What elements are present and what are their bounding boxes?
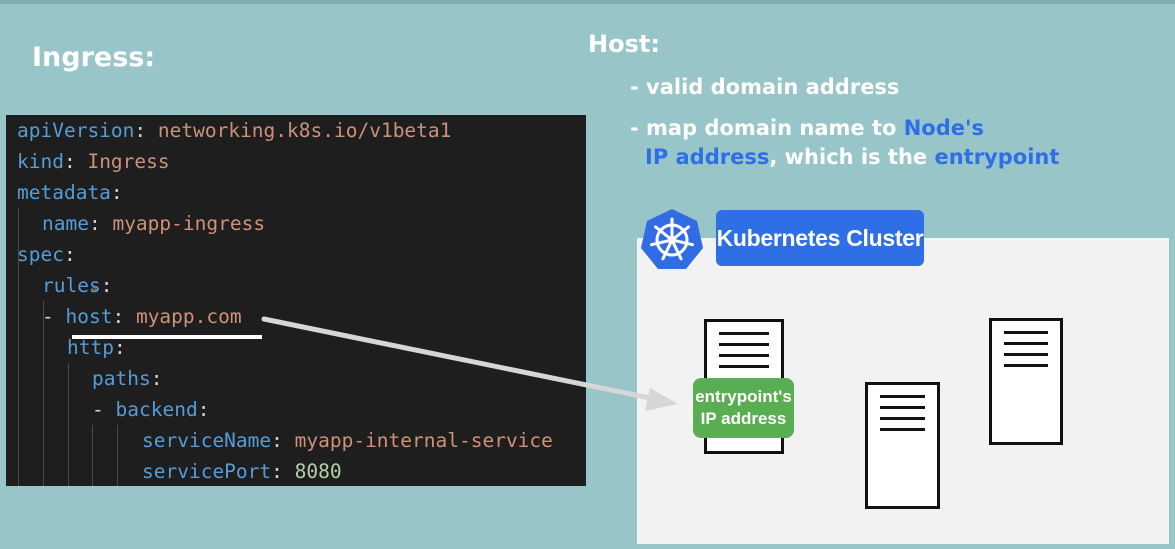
code-line-backend: - backend: (92, 398, 210, 421)
indent-guide (117, 425, 118, 486)
bullet-map-domain-line2: IP address, which is the entrypoint (645, 145, 1060, 169)
code-line-http: http: (67, 336, 126, 359)
code-line-apiversion: apiVersion: networking.k8s.io/v1beta1 (17, 119, 452, 142)
code-line-paths: paths: (92, 367, 163, 390)
host-title: Host: (588, 30, 660, 58)
code-line-servicename: serviceName: myapp-internal-service (142, 429, 553, 452)
slide-title: Ingress: (32, 42, 156, 73)
bullet-valid-domain: - valid domain address (630, 75, 900, 99)
code-line-name: name: myapp-ingress (42, 212, 266, 235)
code-line-rules: rules: (42, 274, 113, 297)
top-strip (0, 0, 1175, 4)
mouse-cursor-icon: ⌖ (90, 282, 98, 298)
indent-guide (92, 425, 93, 486)
kubernetes-helm-icon (641, 209, 703, 269)
indent-guide (43, 301, 44, 486)
code-line-serviceport: servicePort: 8080 (142, 460, 342, 483)
entrypoint-ip-badge: entrypoint's IP address (693, 378, 794, 438)
code-line-host: - host: myapp.com (42, 305, 242, 328)
indent-guide (18, 208, 19, 486)
host-underline (72, 335, 262, 339)
code-line-kind: kind: Ingress (17, 150, 170, 173)
server-node-icon (989, 318, 1063, 445)
indent-guide (68, 363, 69, 486)
code-line-metadata: metadata: (17, 181, 123, 204)
bullet-map-domain-line1: - map domain name to Node's (630, 116, 984, 140)
yaml-code-panel: apiVersion: networking.k8s.io/v1beta1 ki… (6, 115, 586, 486)
server-node-icon (865, 382, 940, 509)
kubernetes-cluster-label: Kubernetes Cluster (716, 210, 924, 266)
code-line-spec: spec: (17, 243, 76, 266)
